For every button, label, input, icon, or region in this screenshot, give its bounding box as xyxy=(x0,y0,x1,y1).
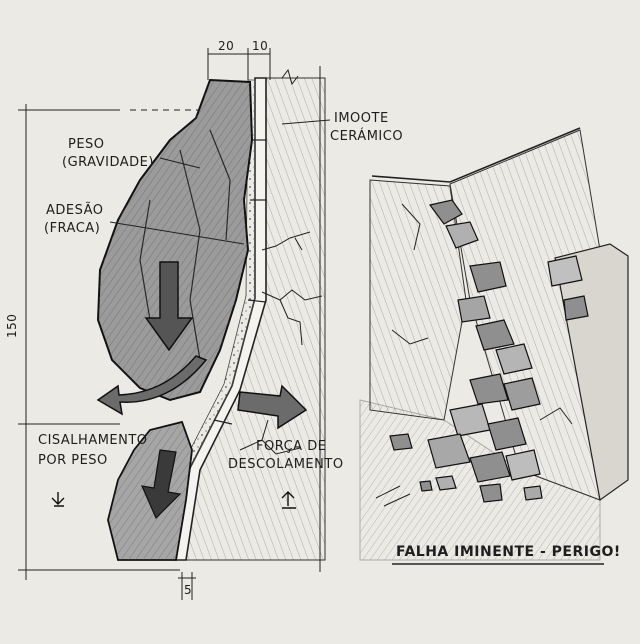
label-weight-line2: (GRAVIDADE) xyxy=(62,155,154,170)
label-detach-line2: DESCOLAMENTO xyxy=(228,457,344,472)
dimension-top-right: 10 xyxy=(252,39,268,53)
label-tile-line2: CERÁMICO xyxy=(330,128,403,144)
tile-joint xyxy=(213,419,233,425)
stone-facets xyxy=(139,129,231,361)
dimension-bottom: 5 xyxy=(184,583,192,597)
section-drawing xyxy=(51,77,326,561)
weight-arrow xyxy=(144,261,194,352)
tile-joint xyxy=(247,299,267,303)
label-shear-line2: POR PESO xyxy=(38,453,108,468)
label-tile-line1: IMOOTE xyxy=(334,111,389,126)
down-marker-icon xyxy=(51,492,65,507)
perspective-drawing xyxy=(359,127,629,561)
dimension-lines xyxy=(18,48,321,600)
dimension-height: 150 xyxy=(5,314,19,338)
label-weight-line1: PESO xyxy=(68,137,105,152)
motion-lines xyxy=(375,485,411,507)
label-adhesion-line2: (FRACA) xyxy=(44,221,100,236)
shear-arrow xyxy=(96,355,208,416)
dimension-top-left: 20 xyxy=(218,39,234,53)
label-shear-line1: CISALHAMENTO xyxy=(38,433,148,448)
falling-arrow xyxy=(141,449,182,520)
wall-face-left xyxy=(369,179,467,421)
label-detach-line1: FORÇA DE xyxy=(256,439,326,454)
leader-lines xyxy=(109,119,331,245)
label-adhesion-line1: ADESÃO xyxy=(46,202,104,218)
perspective-crack xyxy=(391,203,573,425)
figure-title: FALHA IMINENTE - PERIGO! xyxy=(396,544,621,560)
wall-top-edge xyxy=(371,127,581,183)
stone-shading xyxy=(98,80,252,400)
wall-crack xyxy=(239,231,323,455)
rubble-pile xyxy=(389,199,589,503)
up-marker-icon xyxy=(281,491,296,509)
detach-arrow xyxy=(237,384,308,430)
